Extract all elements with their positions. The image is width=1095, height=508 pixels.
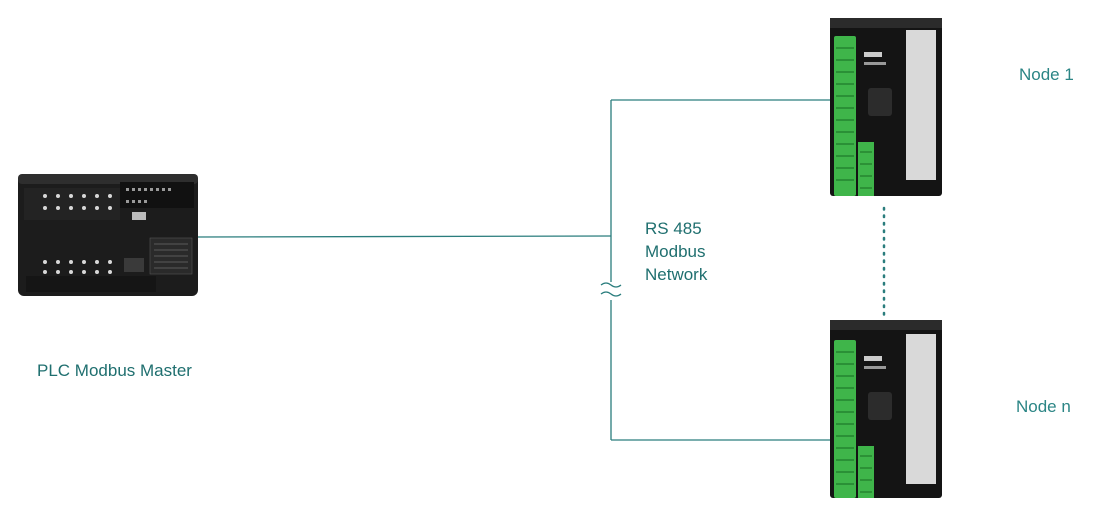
node-n-label: Node n bbox=[1016, 397, 1071, 416]
plc-label: PLC Modbus Master bbox=[37, 361, 192, 380]
network-label-line-2: Modbus bbox=[645, 242, 706, 261]
line-break-icon bbox=[600, 282, 622, 297]
node-1-label: Node 1 bbox=[1019, 65, 1074, 84]
network-label: RS 485 Modbus Network bbox=[645, 217, 707, 286]
io-module-icon bbox=[830, 18, 942, 196]
network-label-line-1: RS 485 bbox=[645, 219, 702, 238]
io-module-icon bbox=[830, 320, 942, 498]
plc-device-icon bbox=[18, 174, 198, 296]
plc-bus-wire bbox=[197, 235, 612, 238]
network-label-line-3: Network bbox=[645, 265, 708, 284]
